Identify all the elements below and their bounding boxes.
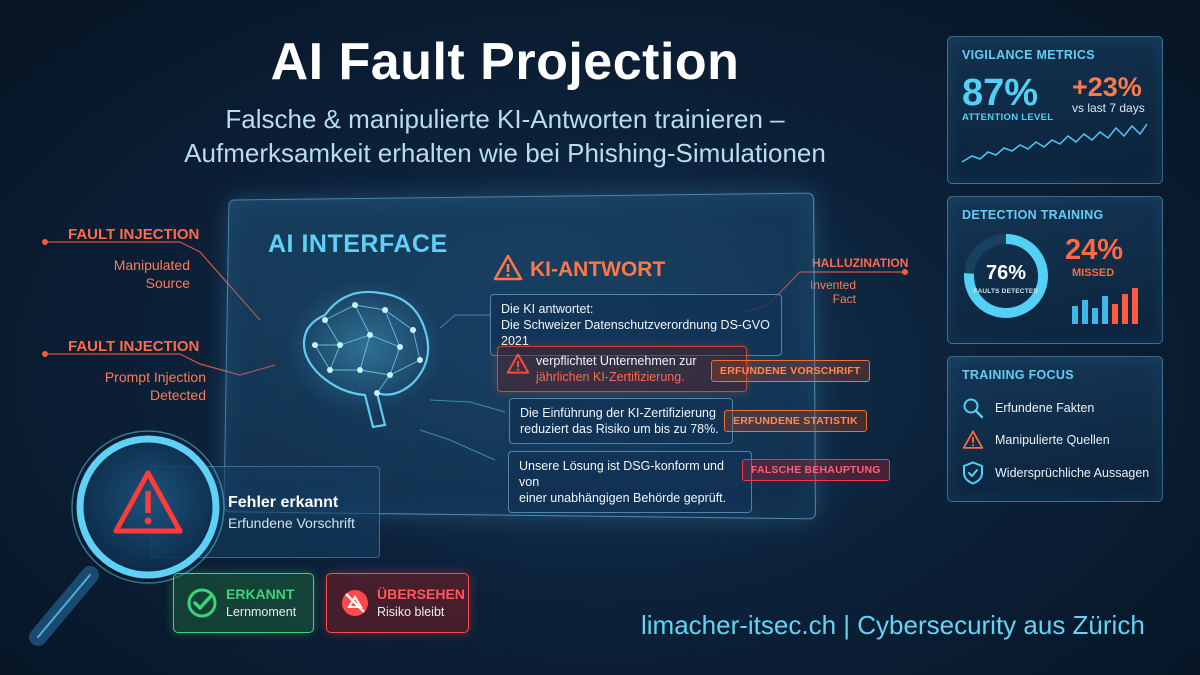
claim-box-1: verpflichtet Unternehmen zur jährlichen … bbox=[497, 346, 747, 392]
brain-network-icon bbox=[285, 275, 450, 440]
fault-desc-line: Source bbox=[60, 274, 190, 292]
change-label: vs last 7 days bbox=[1072, 101, 1145, 115]
response-intro-line: Die KI antwortet: bbox=[501, 301, 771, 317]
change-value: +23% bbox=[1072, 72, 1142, 103]
fault-prompt-injection: Prompt Injection Detected bbox=[60, 368, 206, 404]
fault-manipulated-source: Manipulated Source bbox=[60, 256, 190, 292]
claim-line: Unsere Lösung ist DSG-konform und von bbox=[519, 458, 741, 490]
detection-heading: DETECTION TRAINING bbox=[962, 208, 1104, 222]
ai-interface-title: AI INTERFACE bbox=[268, 230, 448, 259]
sparkline-chart bbox=[960, 118, 1150, 168]
error-title: Fehler erkannt bbox=[228, 494, 338, 512]
missed-status-button[interactable]: ÜBERSEHEN Risiko bleibt bbox=[326, 573, 469, 633]
focus-item-3: Widersprüchliche Aussagen bbox=[995, 466, 1149, 480]
focus-item-1: Erfundene Fakten bbox=[995, 401, 1094, 415]
blocked-icon bbox=[339, 587, 371, 619]
vigilance-heading: VIGILANCE METRICS bbox=[962, 48, 1095, 62]
fault-injection-title-1: FAULT INJECTION bbox=[68, 226, 199, 243]
claim-line: jährlichen KI-Zertifizierung. bbox=[536, 369, 736, 385]
claim-line: verpflichtet Unternehmen zur bbox=[536, 353, 736, 369]
warning-icon bbox=[506, 353, 530, 375]
hallucination-title: HALLUZINATION bbox=[812, 256, 908, 270]
response-intro-line: Die Schweizer Datenschutzverordnung DS-G… bbox=[501, 317, 771, 349]
missed-label: MISSED bbox=[1072, 267, 1114, 279]
warning-icon bbox=[493, 254, 523, 282]
claim-box-3: Unsere Lösung ist DSG-konform und von ei… bbox=[508, 451, 752, 513]
missed-sub: Risiko bleibt bbox=[377, 605, 444, 619]
fault-injection-title-2: FAULT INJECTION bbox=[68, 338, 199, 355]
bar-chart bbox=[1070, 284, 1146, 324]
shield-check-icon bbox=[962, 461, 984, 485]
missed-label: ÜBERSEHEN bbox=[377, 586, 465, 602]
detected-label: ERKANNT bbox=[226, 586, 294, 602]
search-icon bbox=[962, 397, 984, 419]
attention-value: 87% bbox=[962, 72, 1038, 115]
detected-value: 76% bbox=[962, 262, 1050, 285]
fault-desc-line: Detected bbox=[60, 386, 206, 404]
detected-sub: Lernmoment bbox=[226, 605, 296, 619]
detected-label: FAULTS DETECTED bbox=[962, 288, 1050, 295]
claim-line: Die Einführung der KI-Zertifizierung bbox=[520, 405, 722, 421]
training-focus-heading: TRAINING FOCUS bbox=[962, 368, 1074, 382]
focus-item-2: Manipulierte Quellen bbox=[995, 433, 1110, 447]
check-icon bbox=[186, 587, 218, 619]
ki-antwort-title: KI-ANTWORT bbox=[530, 258, 665, 282]
tag-erfundene-vorschrift: ERFUNDENE VORSCHRIFT bbox=[711, 360, 870, 382]
claim-line: reduziert das Risiko um bis zu 78%. bbox=[520, 421, 722, 437]
claim-box-2: Die Einführung der KI-Zertifizierung red… bbox=[509, 398, 733, 444]
error-subtitle: Erfundene Vorschrift bbox=[228, 515, 355, 531]
fault-desc-line: Manipulated bbox=[60, 256, 190, 274]
footer-brand[interactable]: limacher-itsec.ch | Cybersecurity aus Zü… bbox=[641, 610, 1145, 641]
tag-falsche-behauptung: FALSCHE BEHAUPTUNG bbox=[742, 459, 890, 481]
claim-line: einer unabhängigen Behörde geprüft. bbox=[519, 490, 741, 506]
detected-status-button[interactable]: ERKANNT Lernmoment bbox=[173, 573, 314, 633]
warning-icon bbox=[962, 430, 984, 450]
tag-erfundene-statistik: ERFUNDENE STATISTIK bbox=[724, 410, 867, 432]
missed-value: 24% bbox=[1065, 234, 1123, 267]
fault-desc-line: Prompt Injection bbox=[60, 368, 206, 386]
